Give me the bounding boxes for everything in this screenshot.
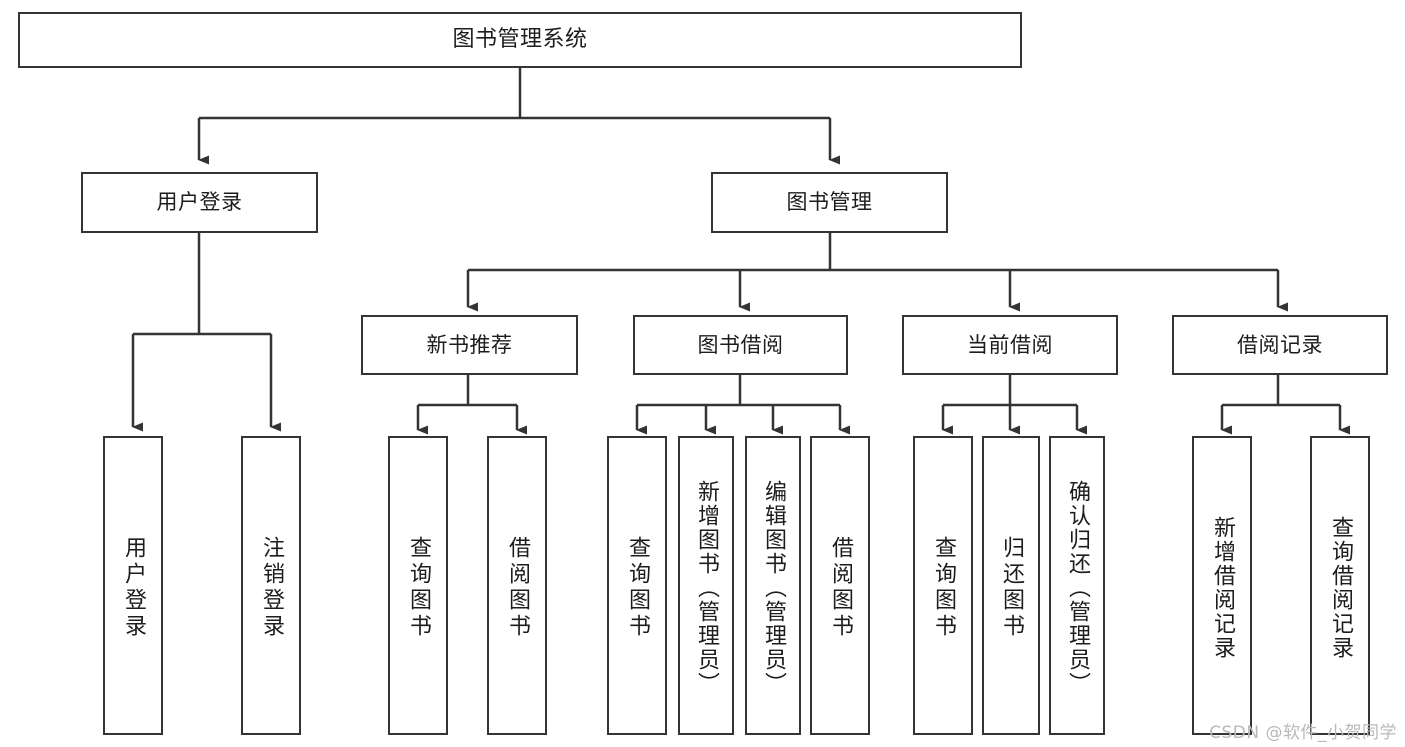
node-new-book-recommendation[interactable]: 新书推荐 [361, 315, 578, 375]
node-label: 当前借阅 [967, 332, 1053, 357]
node-current-borrowing[interactable]: 当前借阅 [902, 315, 1118, 375]
node-label: 用户登录 [156, 190, 243, 215]
node-label: 用户登录 [121, 535, 146, 640]
leaf-add-borrow-record[interactable]: 新增借阅记录 [1192, 436, 1252, 735]
node-label: 新增图书（管理员） [694, 479, 719, 696]
node-label: 图书借阅 [697, 332, 784, 357]
node-label: 借阅记录 [1237, 332, 1323, 357]
leaf-confirm-return-admin[interactable]: 确认归还（管理员） [1049, 436, 1105, 735]
leaf-borrow-book-new-recommend[interactable]: 借阅图书 [487, 436, 547, 735]
node-label: 借阅图书 [828, 535, 853, 640]
node-label: 图书管理 [786, 190, 873, 215]
leaf-user-login[interactable]: 用户登录 [103, 436, 163, 735]
leaf-query-book-new-recommend[interactable]: 查询图书 [388, 436, 448, 735]
node-label: 查询图书 [625, 535, 650, 640]
node-label: 借阅图书 [505, 535, 530, 640]
leaf-query-borrow-record[interactable]: 查询借阅记录 [1310, 436, 1370, 735]
leaf-borrow-book-borrowing[interactable]: 借阅图书 [810, 436, 870, 735]
leaf-query-book-current[interactable]: 查询图书 [913, 436, 973, 735]
node-root-book-management-system[interactable]: 图书管理系统 [18, 12, 1022, 68]
node-label: 注销登录 [259, 535, 284, 640]
node-borrowing-record[interactable]: 借阅记录 [1172, 315, 1388, 375]
node-label: 图书管理系统 [452, 27, 588, 53]
node-label: 编辑图书（管理员） [761, 479, 786, 696]
node-label: 查询借阅记录 [1328, 515, 1353, 660]
node-label: 查询图书 [931, 535, 956, 640]
leaf-return-book[interactable]: 归还图书 [982, 436, 1040, 735]
node-label: 新增借阅记录 [1210, 515, 1235, 660]
node-label: 确认归还（管理员） [1065, 479, 1090, 696]
leaf-add-book-admin[interactable]: 新增图书（管理员） [678, 436, 734, 735]
node-label: 查询图书 [406, 535, 431, 640]
node-label: 新书推荐 [426, 332, 513, 357]
node-book-management[interactable]: 图书管理 [711, 172, 948, 233]
node-user-login[interactable]: 用户登录 [81, 172, 318, 233]
node-label: 归还图书 [999, 535, 1024, 640]
node-book-borrowing[interactable]: 图书借阅 [633, 315, 848, 375]
leaf-logout-login[interactable]: 注销登录 [241, 436, 301, 735]
leaf-edit-book-admin[interactable]: 编辑图书（管理员） [745, 436, 801, 735]
leaf-query-book-borrowing[interactable]: 查询图书 [607, 436, 667, 735]
